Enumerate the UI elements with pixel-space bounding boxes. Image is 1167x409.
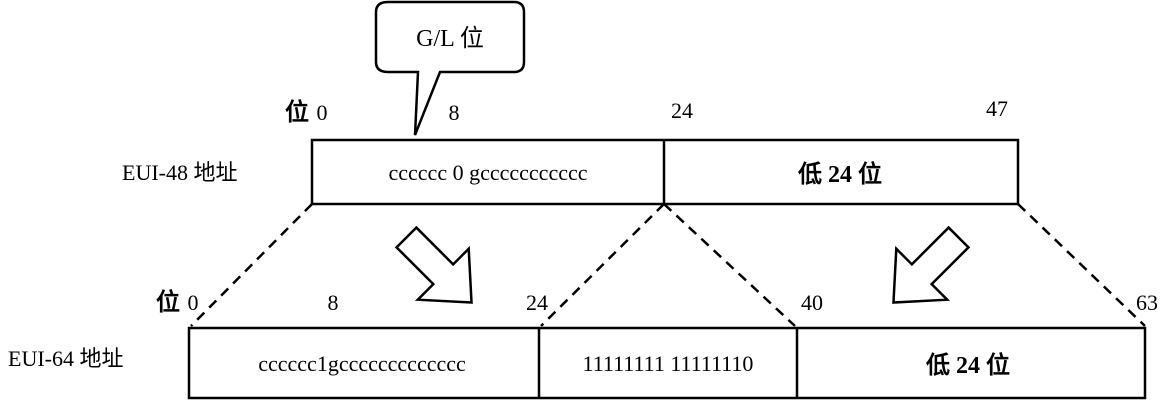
eui48-field-low24: 低 24 位 xyxy=(797,160,882,188)
eui64-field-oui: cccccc1gccccccccccccc xyxy=(258,351,466,376)
eui64-tick-24: 24 xyxy=(526,290,548,315)
eui64-tick-0: 0 xyxy=(188,290,199,315)
eui48-field-oui: cccccc 0 gccccccccccc xyxy=(389,160,588,185)
gl-bit-label: G/L 位 xyxy=(416,25,484,52)
mapping-dashed-lines xyxy=(190,203,1146,327)
right-down-arrow xyxy=(892,225,971,304)
eui64-field-low24: 低 24 位 xyxy=(925,351,1010,379)
eui64-tick-8: 8 xyxy=(328,290,339,315)
eui48-tick-8: 8 xyxy=(449,100,460,125)
eui48-tick-47: 47 xyxy=(986,96,1008,121)
gl-bit-callout xyxy=(374,0,526,136)
eui64-bit-prefix: 位 xyxy=(156,288,180,316)
eui48-row-label: EUI-48 地址 xyxy=(122,160,237,185)
eui64-tick-63: 63 xyxy=(1136,290,1158,315)
eui48-tick-0: 0 xyxy=(317,100,328,125)
eui64-box xyxy=(187,326,1147,400)
eui64-tick-40: 40 xyxy=(801,290,823,315)
eui64-field-fffe: 11111111 11111110 xyxy=(583,351,754,376)
eui64-row-label: EUI-64 地址 xyxy=(8,346,123,371)
eui48-bit-prefix: 位 xyxy=(285,98,309,126)
eui48-tick-24: 24 xyxy=(671,98,693,123)
left-down-arrow xyxy=(394,225,473,304)
